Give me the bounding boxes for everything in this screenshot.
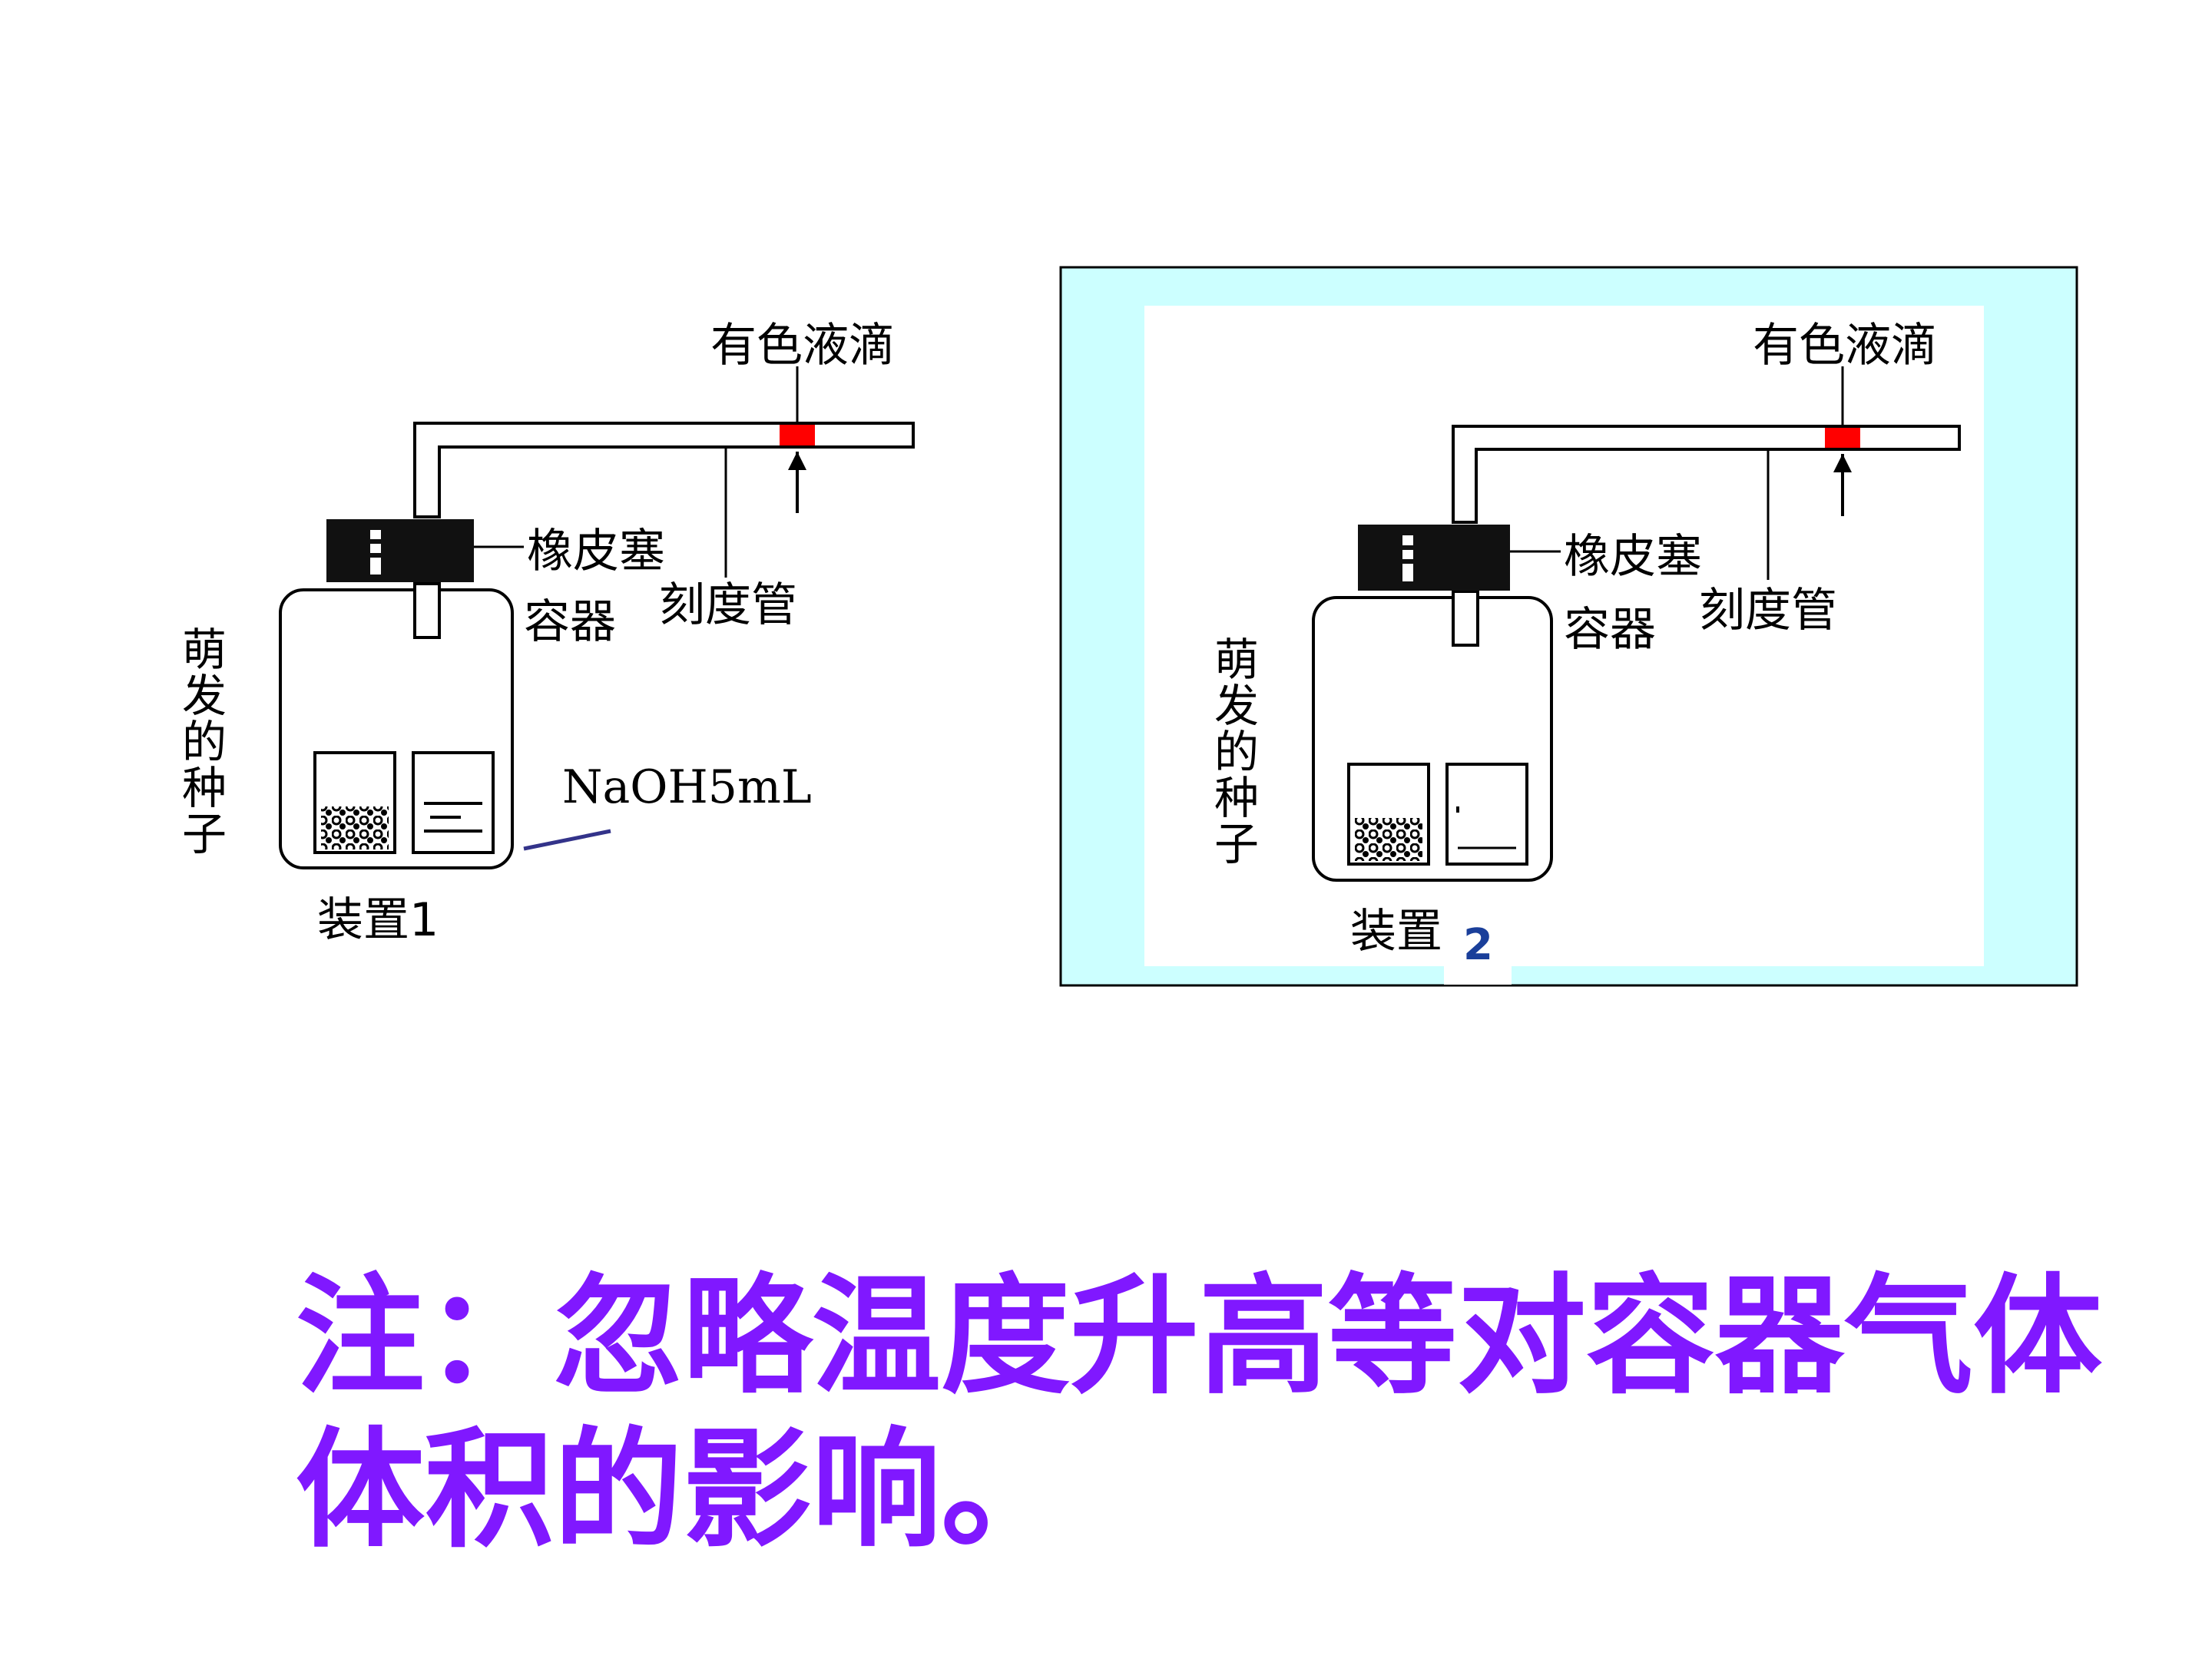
note-line-1: 注：忽略温度升高等对容器气体: [296, 1261, 2102, 1412]
device-1-rubber-stopper: [326, 519, 474, 582]
device-1-naoh-beaker: [412, 751, 495, 854]
device-2-label-container: 容器: [1564, 603, 1656, 657]
device-1-seed-beaker: [313, 751, 396, 854]
device-1-label-container: 容器: [524, 595, 616, 649]
device-2-drawing: [1312, 366, 1961, 882]
device-2-rubber-stopper: [1358, 525, 1510, 591]
device-1-droplet: [780, 425, 815, 445]
device-2-caption-number: 2: [1463, 920, 1493, 970]
device-2-empty-beaker: [1445, 763, 1528, 866]
device-1-label-graduated-tube: 刻度管: [659, 578, 797, 632]
device-1-caption: 装置1: [317, 893, 439, 947]
device-1-drawing: [279, 366, 915, 869]
device-2-label-colored-droplet: 有色液滴: [1753, 319, 1937, 373]
device-2-arrow-icon: [1833, 454, 1852, 516]
device-2-label-rubber-stopper: 橡皮塞: [1564, 530, 1702, 584]
device-1-label-naoh: NaOH5mL: [562, 760, 812, 814]
device-1-label-rubber-stopper: 橡皮塞: [527, 525, 665, 578]
device-2-label-graduated-tube: 刻度管: [1699, 584, 1837, 637]
device-2-caption: 装置: [1350, 905, 1442, 959]
device-1-graduated-tube: [413, 422, 915, 518]
device-1-arrow-icon: [788, 452, 806, 513]
device-1-label-seeds: 萌发的种子: [174, 626, 227, 856]
note-line-2: 体积的影响。: [296, 1415, 1070, 1565]
device-2-label-seeds: 萌发的种子: [1207, 636, 1259, 866]
device-2-droplet: [1825, 428, 1860, 448]
device-2-graduated-tube: [1452, 425, 1961, 524]
device-2-seed-beaker: [1347, 763, 1430, 866]
note-text: 注：忽略温度升高等对容器气体 体积的影响。: [296, 1260, 2102, 1567]
device-1-label-colored-droplet: 有色液滴: [710, 319, 895, 373]
device-2-panel: [1059, 266, 2078, 987]
